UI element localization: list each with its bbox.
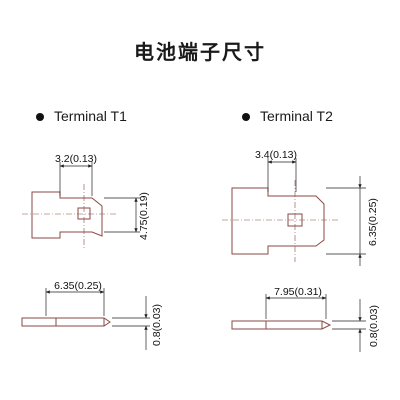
terminal-t2-side-view [231,320,332,330]
bullet-icon [36,113,44,121]
page-title: 电池端子尺寸 [134,40,266,64]
terminal-t1-dimensions [59,162,140,233]
terminal-t2-side-dimensions [265,294,366,352]
terminal-t1-side-dimensions [45,288,150,350]
terminal-t1-heading: Terminal T1 [54,108,127,124]
terminal-t1-side-view [21,317,111,327]
terminal-t2-heading: Terminal T2 [260,108,333,124]
t2-side-width-label: 7.95(0.31) [274,286,322,298]
terminal-t2-top-view [231,187,325,255]
bullet-icon [242,113,250,121]
t1-height-label: 4.75(0.19) [138,192,150,240]
terminal-t2-centerlines [222,180,338,262]
terminal-t2-dimensions [267,158,366,266]
t2-thickness-label: 0.8(0.03) [368,305,380,347]
t1-thickness-label: 0.8(0.03) [151,304,163,346]
t2-top-width-label: 3.4(0.13) [255,149,297,161]
t1-side-width-label: 6.35(0.25) [54,280,102,292]
t2-height-label: 6.35(0.25) [367,198,379,246]
t1-top-width-label: 3.2(0.13) [55,153,97,165]
terminal-t1-top-view [31,191,103,239]
terminal-t1-centerlines [22,184,116,248]
